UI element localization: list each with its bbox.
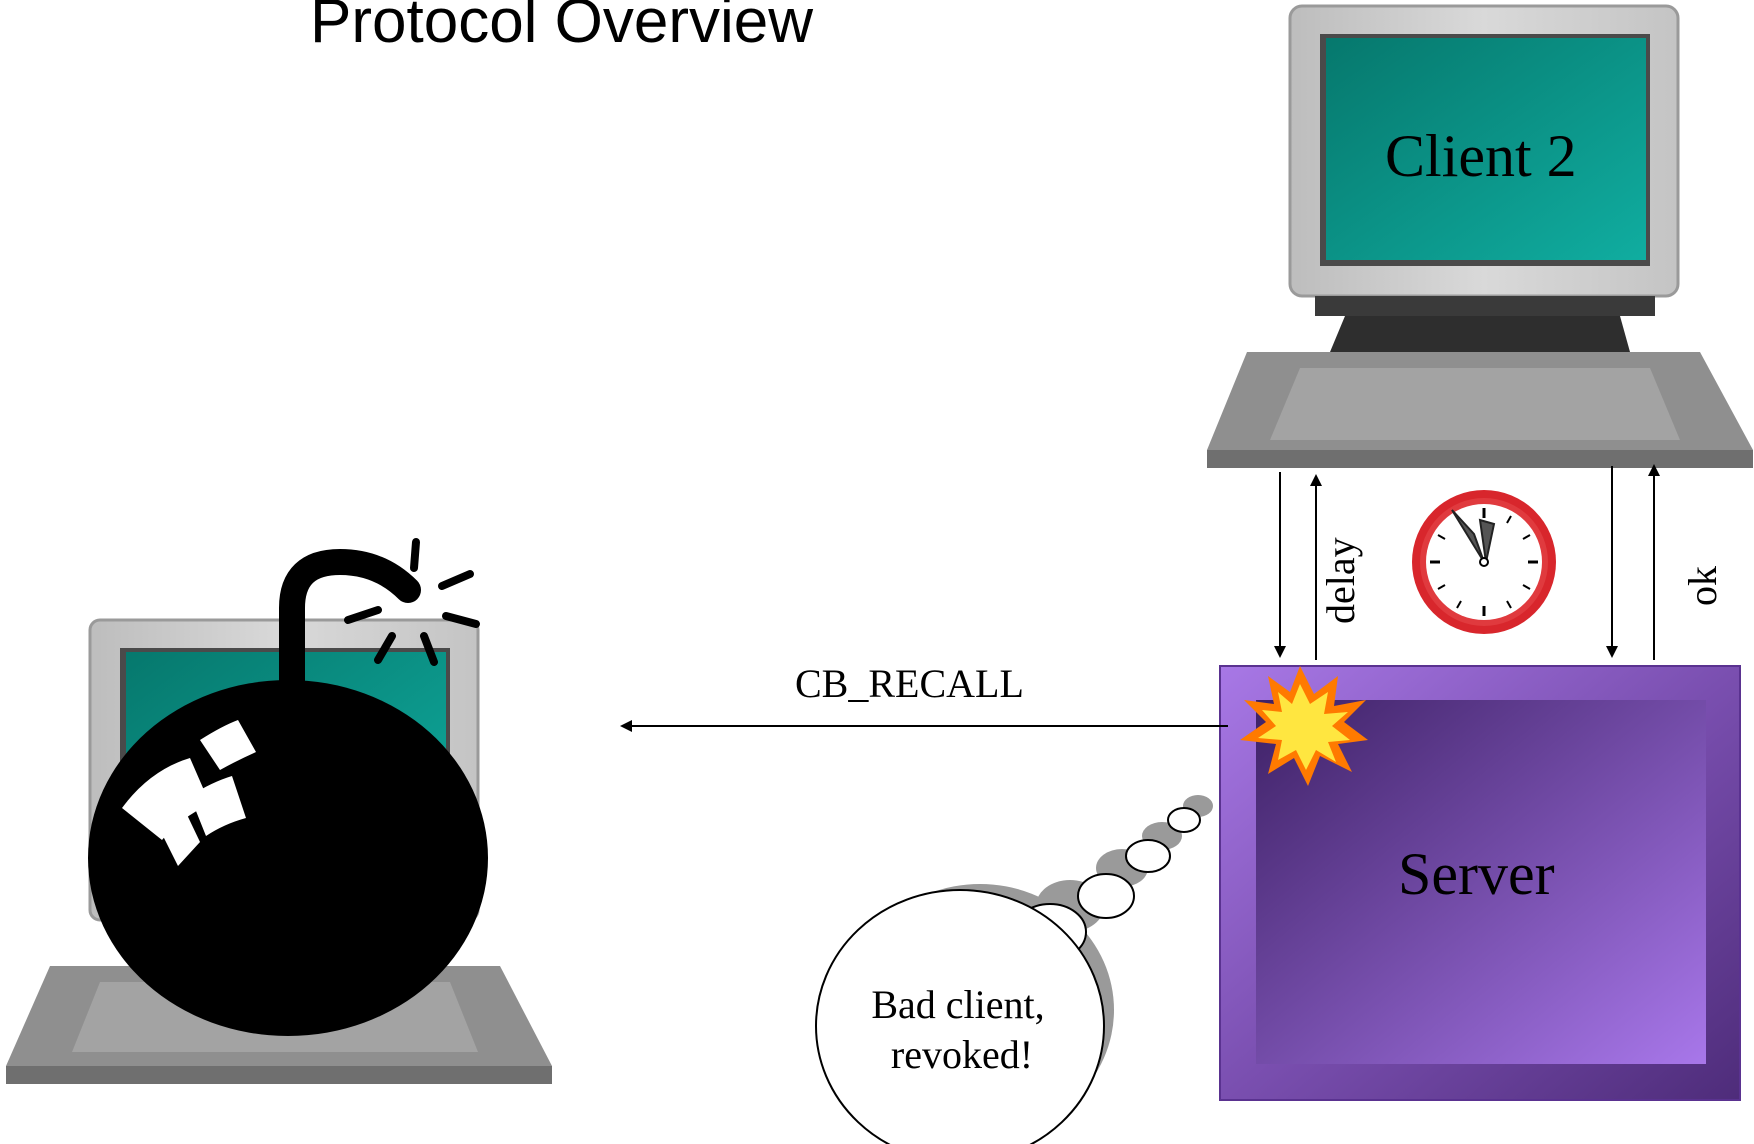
cb-recall-label: CB_RECALL (795, 661, 1024, 706)
server-box: Server (1219, 665, 1741, 1101)
client2-screen (1326, 38, 1646, 260)
server-label: Server (1398, 841, 1555, 907)
page-title: Protocol Overview (310, 0, 813, 56)
thought-text-line1: Bad client, (871, 982, 1044, 1027)
client2-label: Client 2 (1385, 123, 1577, 189)
ok-label: ok (1680, 566, 1725, 606)
clock-icon (1412, 490, 1556, 634)
explosion-icon (1240, 666, 1368, 786)
bomb-icon (88, 538, 488, 1036)
client2-computer-icon: Client 2 (1207, 4, 1753, 468)
client-server-arrows (1274, 464, 1660, 660)
thought-text-line2: revoked! (891, 1032, 1033, 1077)
thought-bubble-icon (815, 795, 1213, 1144)
delay-label: delay (1318, 537, 1363, 624)
